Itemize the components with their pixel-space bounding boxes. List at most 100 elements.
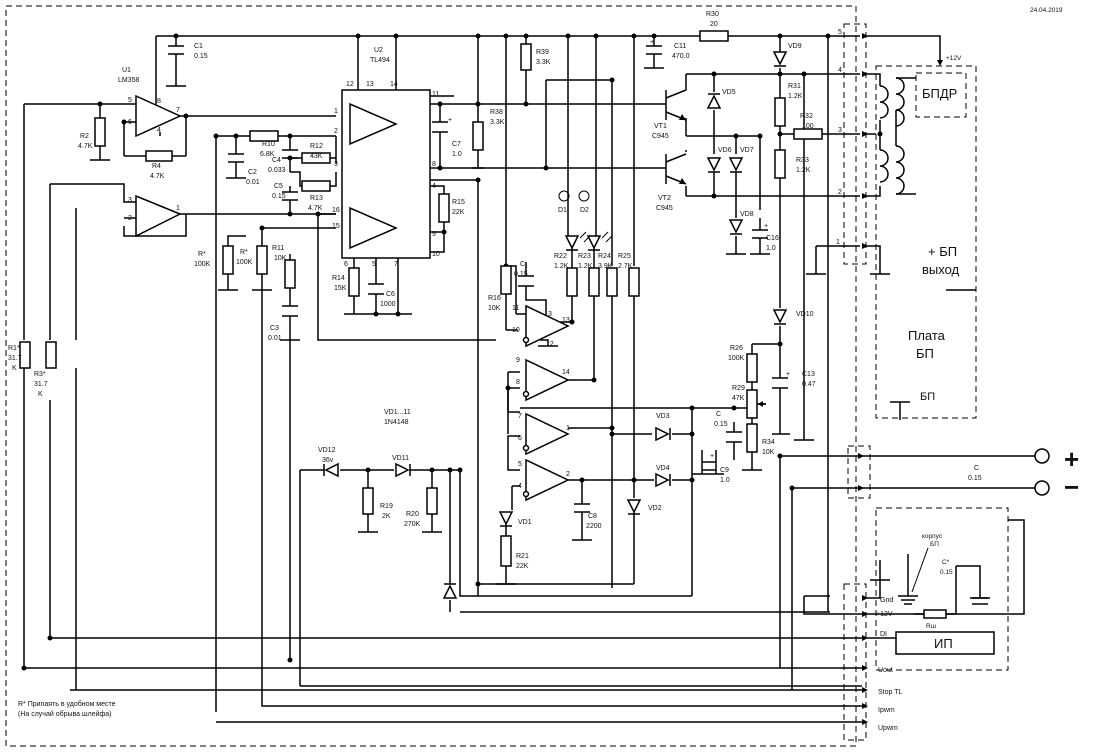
resistor-rstar-2 xyxy=(256,245,268,275)
label-r23-value: 1.2K xyxy=(578,263,593,270)
label-r20-value: 270K xyxy=(404,521,421,528)
label-c5-name: C5 xyxy=(274,183,283,190)
label-r29-value: 47K xyxy=(732,395,745,402)
label-r33-value: 1.2K xyxy=(796,167,811,174)
label-vd9-name: VD9 xyxy=(788,43,802,50)
bpdr-label: БПДР xyxy=(922,86,957,101)
label-r14-name: R14 xyxy=(332,275,345,282)
label-c1-value: 0.15 xyxy=(194,53,208,60)
resistor-rstar-1 xyxy=(222,245,234,275)
svg-text:6: 6 xyxy=(128,119,132,126)
svg-text:13: 13 xyxy=(562,317,570,324)
label-r30-value: 20 xyxy=(710,21,718,28)
svg-text:11: 11 xyxy=(432,91,439,98)
connector-top xyxy=(843,23,867,265)
label-vd3-name: VD3 xyxy=(656,413,670,420)
u1a-opamp xyxy=(135,94,182,138)
conn-upwm: Upwm xyxy=(878,725,898,732)
label-cb-value: 0.15 xyxy=(714,421,728,428)
label-rstar1-value: 100K xyxy=(194,261,211,268)
supply-label: +12V xyxy=(946,55,962,62)
conn-stoptl: Stop TL xyxy=(878,689,902,696)
label-r16-name: R16 xyxy=(488,295,501,302)
opamp-13 xyxy=(525,304,570,348)
resistor-r24 xyxy=(606,267,618,297)
svg-text:5: 5 xyxy=(372,261,376,268)
resistor-r13 xyxy=(301,180,331,192)
resistor-r29 xyxy=(746,389,758,419)
svg-text:12: 12 xyxy=(346,81,354,88)
svg-text:8: 8 xyxy=(432,161,436,168)
label-vt1-value: C945 xyxy=(652,133,669,140)
label-c4-name: C4 xyxy=(272,157,281,164)
label-r26-value: 100K xyxy=(728,355,745,362)
label-c9-value: 1.0 xyxy=(720,477,730,484)
label-c8-name: C8 xyxy=(588,513,597,520)
label-c11-value: 470.0 xyxy=(672,53,690,60)
svg-text:5: 5 xyxy=(518,461,522,468)
label-c3-value: 0.01 xyxy=(268,335,282,342)
label-cb-name: C xyxy=(716,411,721,418)
label-vd1-name: VD1 xyxy=(518,519,532,526)
label-c4-value: 0.033 xyxy=(268,167,286,174)
label-r15-name: R15 xyxy=(452,199,465,206)
label-c6-value: 1000 xyxy=(380,301,396,308)
bp-out-label-1: + БП xyxy=(928,244,957,259)
label-r2-value: 4.7K xyxy=(78,143,93,150)
svg-text:2: 2 xyxy=(334,128,338,135)
svg-text:1: 1 xyxy=(566,425,570,432)
label-rstar2-name: R* xyxy=(240,249,248,256)
svg-text:+: + xyxy=(448,117,452,124)
u2-type: TL494 xyxy=(370,57,390,64)
label-r4-name: R4 xyxy=(152,163,161,170)
diode-note-2: 1N4148 xyxy=(384,419,409,426)
korpus-label-1: корпус xyxy=(922,533,943,540)
label-vd8-name: VD8 xyxy=(740,211,754,218)
label-r39-value: 3.3K xyxy=(536,59,551,66)
svg-text:3: 3 xyxy=(334,161,338,168)
label-c3-name: C3 xyxy=(270,325,279,332)
resistor-r30 xyxy=(699,30,729,42)
label-r13-name: R13 xyxy=(310,195,323,202)
svg-text:+: + xyxy=(786,371,790,378)
note-line-1: R* Припаять в удобном месте xyxy=(18,700,116,708)
svg-text:8: 8 xyxy=(157,98,161,105)
label-r12-value: 43K xyxy=(310,153,323,160)
resistor-r3 xyxy=(45,341,57,369)
capacitors: + + + + + xyxy=(168,39,988,605)
label-r29-name: R29 xyxy=(732,385,745,392)
opamp-1 xyxy=(525,412,570,456)
resistor-r16 xyxy=(500,265,512,295)
label-r34-name: R34 xyxy=(762,439,775,446)
u1-type: LM358 xyxy=(118,77,140,84)
label-r2-name: R2 xyxy=(80,133,89,140)
label-vt1-name: VT1 xyxy=(654,123,667,130)
bp-gnd-label: БП xyxy=(920,391,935,403)
label-r21-value: 22K xyxy=(516,563,529,570)
label-c8-value: 2200 xyxy=(586,523,602,530)
output-minus-sign: − xyxy=(1064,472,1079,502)
label-r22-value: 1.2K xyxy=(554,263,569,270)
note-line-2: (На случай обрыва шлейфа) xyxy=(18,710,112,718)
label-vd10-name: VD10 xyxy=(796,311,814,318)
resistor-r4 xyxy=(145,150,173,162)
label-c9-name: C9 xyxy=(720,467,729,474)
label-r32-name: R32 xyxy=(800,113,813,120)
led-d2-marker xyxy=(578,190,590,202)
bpdr-coils xyxy=(879,77,916,195)
label-vd2-name: VD2 xyxy=(648,505,662,512)
cstar-value: 0.15 xyxy=(940,569,953,576)
resistor-r12 xyxy=(301,152,331,164)
label-c2-value: 0.01 xyxy=(246,179,260,186)
svg-text:2: 2 xyxy=(128,215,132,222)
svg-text:+: + xyxy=(710,453,714,460)
label-c1-name: C1 xyxy=(194,43,203,50)
ip-label: ИП xyxy=(934,636,953,651)
resistor-r34 xyxy=(746,423,758,453)
label-r16-value: 10K xyxy=(488,305,501,312)
resistor-r20 xyxy=(426,487,438,515)
conn-12v: +12V xyxy=(876,611,893,618)
label-r19-name: R19 xyxy=(380,503,393,510)
label-r11-name: R11 xyxy=(272,245,284,252)
